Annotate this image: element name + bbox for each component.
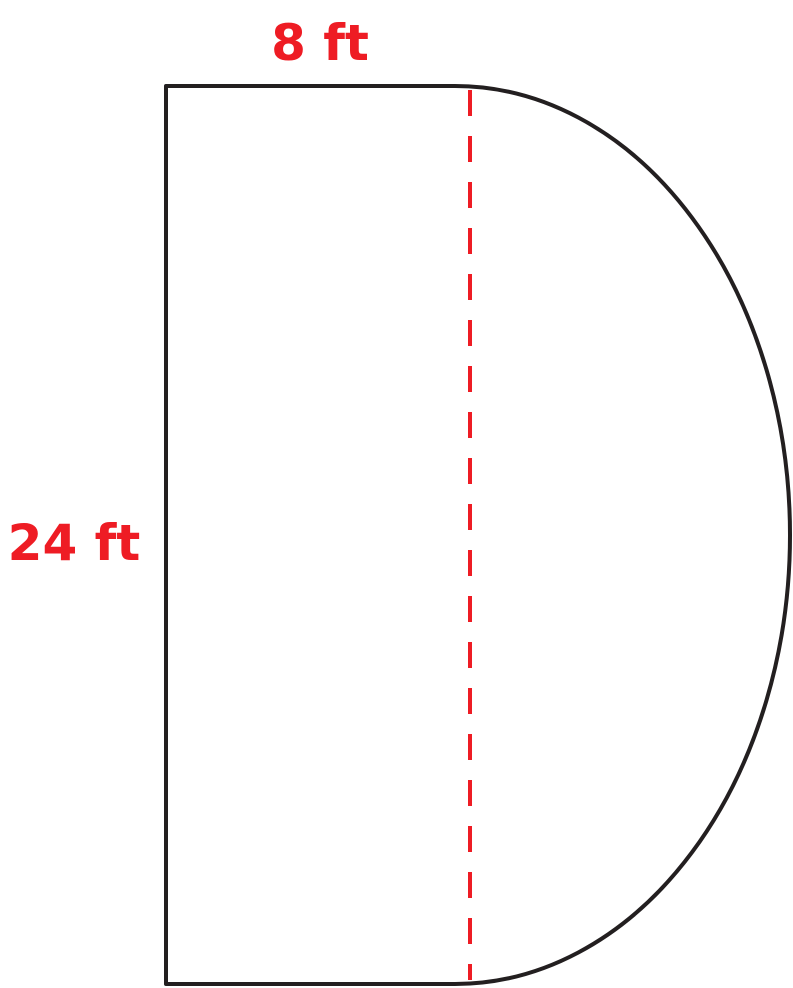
left-height-label: 24 ft [8, 514, 141, 572]
top-width-label: 8 ft [271, 14, 369, 72]
shape-outline [164, 84, 792, 986]
